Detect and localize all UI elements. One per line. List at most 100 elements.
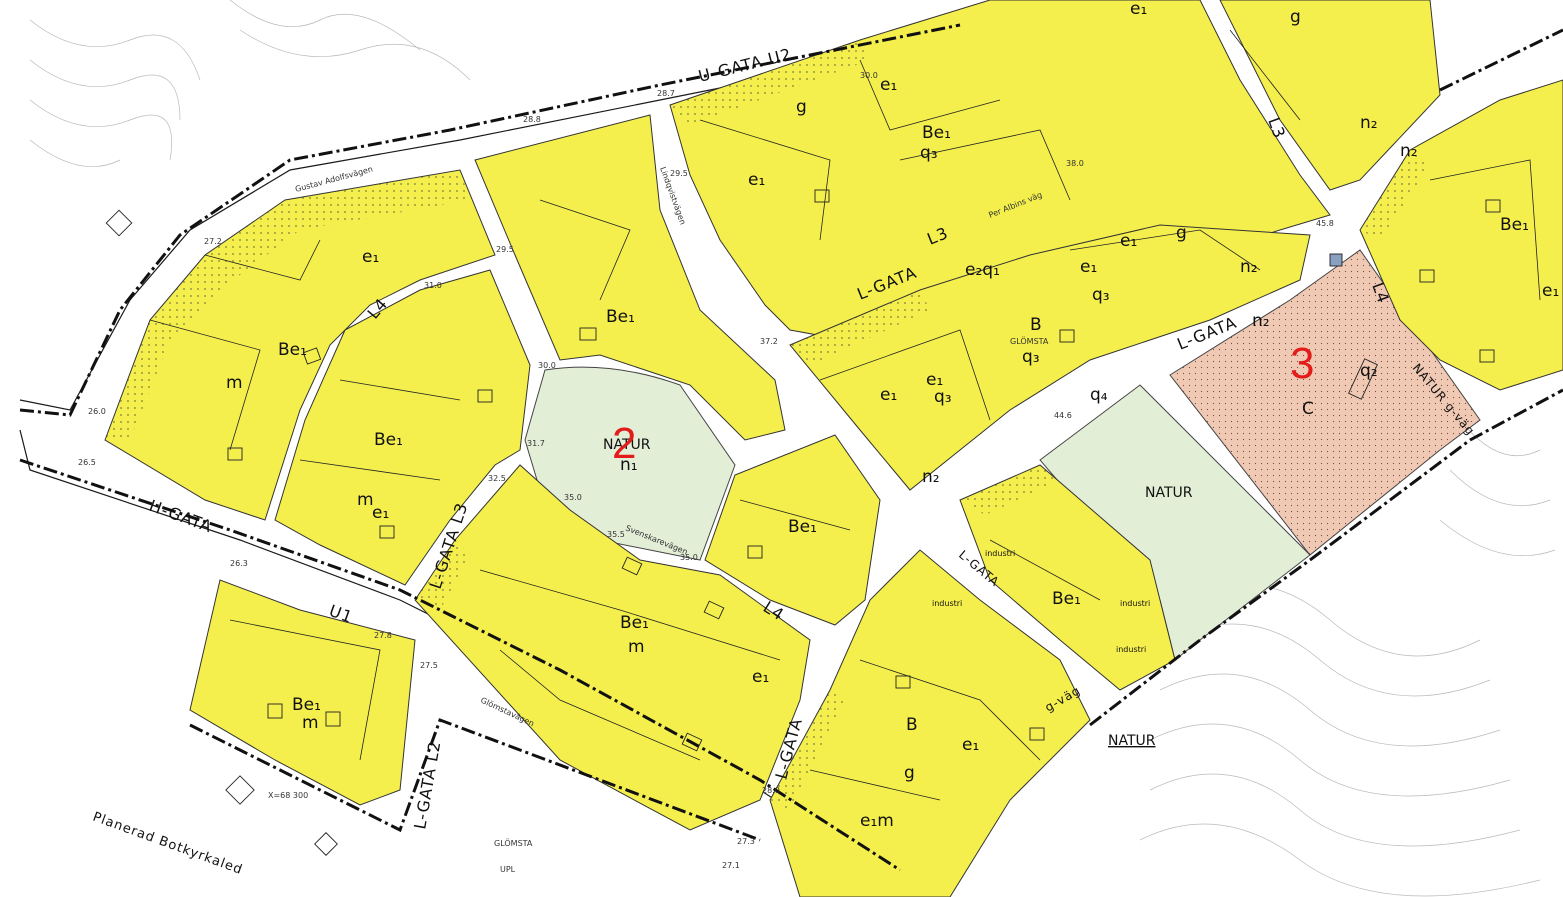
zone-label: Be₁ <box>374 430 403 450</box>
natur-label: NATUR <box>1145 485 1193 501</box>
zone-label: g <box>796 97 807 117</box>
elevation-label: 44.6 <box>1054 411 1072 420</box>
block-industri-east <box>959 464 1176 691</box>
natur-label: NATUR <box>603 437 651 453</box>
elevation-label: 27.2 <box>204 237 222 246</box>
zone-label: B <box>1030 315 1042 335</box>
natur-zone-2 <box>524 366 736 561</box>
elevation-label: 28.8 <box>523 115 541 124</box>
zone-label: Be₁ <box>292 695 321 715</box>
elevation-label: 28.0 <box>762 786 780 795</box>
elevation-labels: 28.8 28.7 29.5 30.0 27.2 26.0 26.5 26.3 … <box>78 71 1334 870</box>
zone-label: industri <box>1116 645 1146 654</box>
zone-label: n₂ <box>922 467 940 487</box>
contour-lines <box>29 0 1556 897</box>
block-south-central <box>414 464 811 831</box>
elevation-label: 45.8 <box>1316 219 1334 228</box>
natur-labels: NATUR NATUR NATUR <box>603 437 1193 749</box>
zone-label: Be₁ <box>278 340 307 360</box>
elevation-label: 26.3 <box>230 559 248 568</box>
zone-label: n₁ <box>620 455 638 475</box>
elevation-label: 29.5 <box>496 245 514 254</box>
zone-label: industri <box>1120 599 1150 608</box>
zone-3-hatch <box>1170 250 1480 555</box>
zone-label: e₁ <box>1542 281 1559 301</box>
zone-label: m <box>628 637 645 657</box>
zone-label: n₂ <box>1360 113 1378 133</box>
zone-label: e₁ <box>1080 257 1097 277</box>
elevation-label: 35.0 <box>680 553 698 562</box>
zone-label: e₁ <box>880 385 897 405</box>
zone-label: g <box>1290 7 1301 27</box>
elevation-label: 27.5 <box>420 661 438 670</box>
zone-label: n₂ <box>1252 311 1270 331</box>
place-label: GLÖMSTA <box>1010 336 1049 346</box>
zone-label: C <box>1302 399 1314 419</box>
zone-label: Be₁ <box>620 613 649 633</box>
plan-borders <box>19 23 1563 872</box>
place-label: UPL <box>500 865 516 874</box>
zone-label: m <box>357 490 374 510</box>
elevation-label: 27.8 <box>374 631 392 640</box>
zone-label: q₄ <box>1090 385 1108 405</box>
elevation-label: 31.0 <box>424 281 442 290</box>
zone-label: n₂ <box>1240 257 1258 277</box>
elevation-label: 30.0 <box>860 71 878 80</box>
dotted-overlay <box>105 40 1430 810</box>
zone-label: q₃ <box>1092 285 1110 305</box>
zone-label: Be₁ <box>1052 589 1081 609</box>
zone-label: B <box>906 715 918 735</box>
zone-label: Be₁ <box>1500 215 1529 235</box>
zone-label: g <box>904 763 915 783</box>
zone-label: m <box>302 713 319 733</box>
coordinate-label: X=68 300 <box>268 791 308 800</box>
elevation-label: 29.5 <box>670 169 688 178</box>
zone-label: industri <box>985 549 1015 558</box>
elevation-label: 35.5 <box>607 530 625 539</box>
elevation-label: 32.5 <box>488 474 506 483</box>
zone-label: e₁ <box>752 667 769 687</box>
zone-label: Be₁ <box>788 517 817 537</box>
block-south-east <box>769 549 1091 897</box>
zone-label: Be₁ <box>606 307 635 327</box>
elevation-label: 35.0 <box>564 493 582 502</box>
elevation-label: 37.2 <box>760 337 778 346</box>
elevation-label: 27.3 <box>737 837 755 846</box>
zone-label: q₃ <box>920 143 938 163</box>
zone-marker-2: 2 <box>612 419 636 468</box>
zone-label: n₂ <box>1400 141 1418 161</box>
zone-label: g <box>1176 223 1187 243</box>
zone-label: e₁ <box>1130 0 1147 19</box>
zone-label: e₁ <box>748 170 765 190</box>
place-label: GLÖMSTA <box>494 838 533 848</box>
zone-markers: 2 3 <box>612 339 1314 468</box>
elevation-label: 30.0 <box>538 361 556 370</box>
zone-label: e₁ <box>372 503 389 523</box>
elevation-label: 31.7 <box>527 439 545 448</box>
zone-label: q₃ <box>1022 347 1040 367</box>
zone-label: e₁ <box>926 370 943 390</box>
zone-label: e₁m <box>860 811 894 831</box>
zone-label: Be₁ <box>922 123 951 143</box>
zone-label: e₁ <box>362 247 379 267</box>
zone-label: e₂q₁ <box>965 260 1000 280</box>
zone-label: e₁ <box>962 735 979 755</box>
zone-label: e₁ <box>880 75 897 95</box>
zone-label: m <box>226 373 243 393</box>
zone-labels: Be₁ e₁ m Be₁ e₁ Be₁ m e₁ Be₁ Be₁ m Be₁ m… <box>226 0 1559 831</box>
natur-label: NATUR <box>1108 733 1156 749</box>
plot-lines <box>149 29 1541 801</box>
block-inner-west <box>274 269 531 586</box>
block-southwest <box>189 579 416 806</box>
block-north-central <box>474 114 786 441</box>
elevation-label: 27.1 <box>722 861 740 870</box>
elevation-label: 26.5 <box>78 458 96 467</box>
elevation-label: 38.0 <box>1066 159 1084 168</box>
zone-label: q₂ <box>1360 361 1378 381</box>
zone-label: q₃ <box>934 387 952 407</box>
building-blocks <box>104 0 1563 897</box>
elevation-label: 28.7 <box>657 89 675 98</box>
block-middle <box>704 434 881 626</box>
block-right-upper <box>1219 0 1441 191</box>
